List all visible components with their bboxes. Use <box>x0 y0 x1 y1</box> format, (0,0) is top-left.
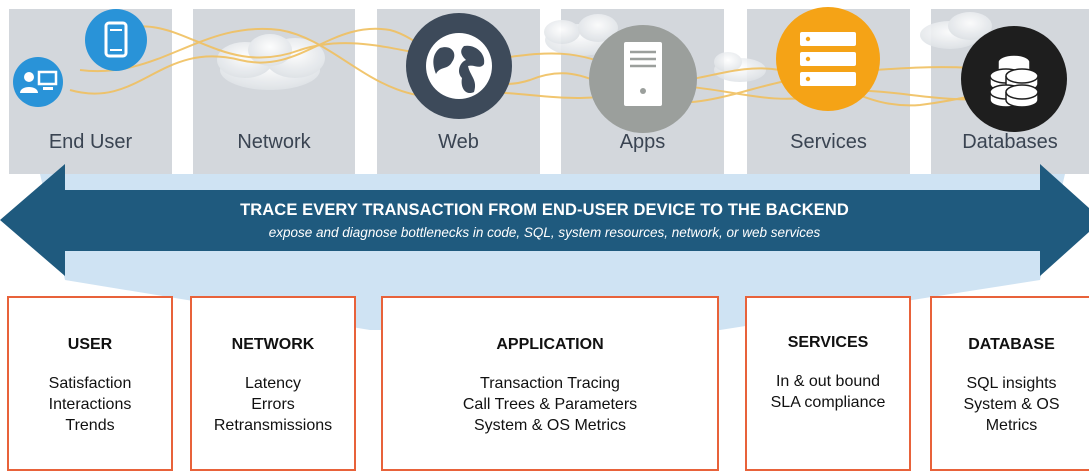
card-title: NETWORK <box>231 336 315 353</box>
card-title: SERVICES <box>787 334 869 351</box>
server-tower-icon <box>589 25 697 133</box>
card-line: Call Trees & Parameters <box>462 396 638 413</box>
card-lines: SQL insights System & OS Metrics <box>932 373 1089 436</box>
card-title: APPLICATION <box>496 336 604 353</box>
tier-label-network: Network <box>237 131 311 153</box>
card-network: NETWORK Latency Errors Retransmissions <box>190 296 356 471</box>
cloud-icon <box>544 14 618 56</box>
card-line: System & OS <box>963 396 1060 413</box>
card-line: Transaction Tracing <box>480 375 620 392</box>
card-lines: Transaction Tracing Call Trees & Paramet… <box>383 373 717 436</box>
card-line: SLA compliance <box>770 394 886 411</box>
banner-title: TRACE EVERY TRANSACTION FROM END-USER DE… <box>240 201 849 219</box>
database-icon <box>961 26 1067 132</box>
tier-label-services: Services <box>790 131 867 153</box>
tier-label-databases: Databases <box>962 131 1058 153</box>
card-user: USER Satisfaction Interactions Trends <box>7 296 173 471</box>
cloud-icon <box>714 52 766 82</box>
card-application: APPLICATION Transaction Tracing Call Tre… <box>381 296 719 471</box>
card-database: DATABASE SQL insights System & OS Metric… <box>930 296 1089 471</box>
tier-label-end-user: End User <box>48 131 133 153</box>
card-line: Retransmissions <box>213 417 333 434</box>
card-title: USER <box>67 336 113 353</box>
card-line: In & out bound <box>775 373 881 390</box>
card-line: Trends <box>65 417 115 434</box>
card-line: Satisfaction <box>48 375 132 392</box>
double-arrow <box>0 164 1089 276</box>
cloud-icon <box>920 12 992 49</box>
card-line: SQL insights <box>966 375 1057 392</box>
banner-subtitle: expose and diagnose bottlenecks in code,… <box>268 225 821 240</box>
card-lines: Satisfaction Interactions Trends <box>9 373 171 436</box>
card-line: Latency <box>244 375 302 392</box>
tier-label-web: Web <box>438 131 479 153</box>
card-title: DATABASE <box>968 336 1055 353</box>
server-stack-icon <box>776 7 880 111</box>
card-line: Metrics <box>985 417 1038 434</box>
card-line: Errors <box>251 396 295 413</box>
card-lines: In & out bound SLA compliance <box>747 371 909 413</box>
cloud-icon <box>217 34 325 90</box>
user-desktop-icon <box>13 57 63 107</box>
mobile-phone-icon <box>85 9 147 71</box>
globe-icon <box>406 13 512 119</box>
card-line: Interactions <box>48 396 132 413</box>
card-lines: Latency Errors Retransmissions <box>192 373 354 436</box>
card-services: SERVICES In & out bound SLA compliance <box>745 296 911 471</box>
tier-label-apps: Apps <box>619 131 666 153</box>
card-line: System & OS Metrics <box>473 417 627 434</box>
tier-network: Network <box>193 9 355 174</box>
